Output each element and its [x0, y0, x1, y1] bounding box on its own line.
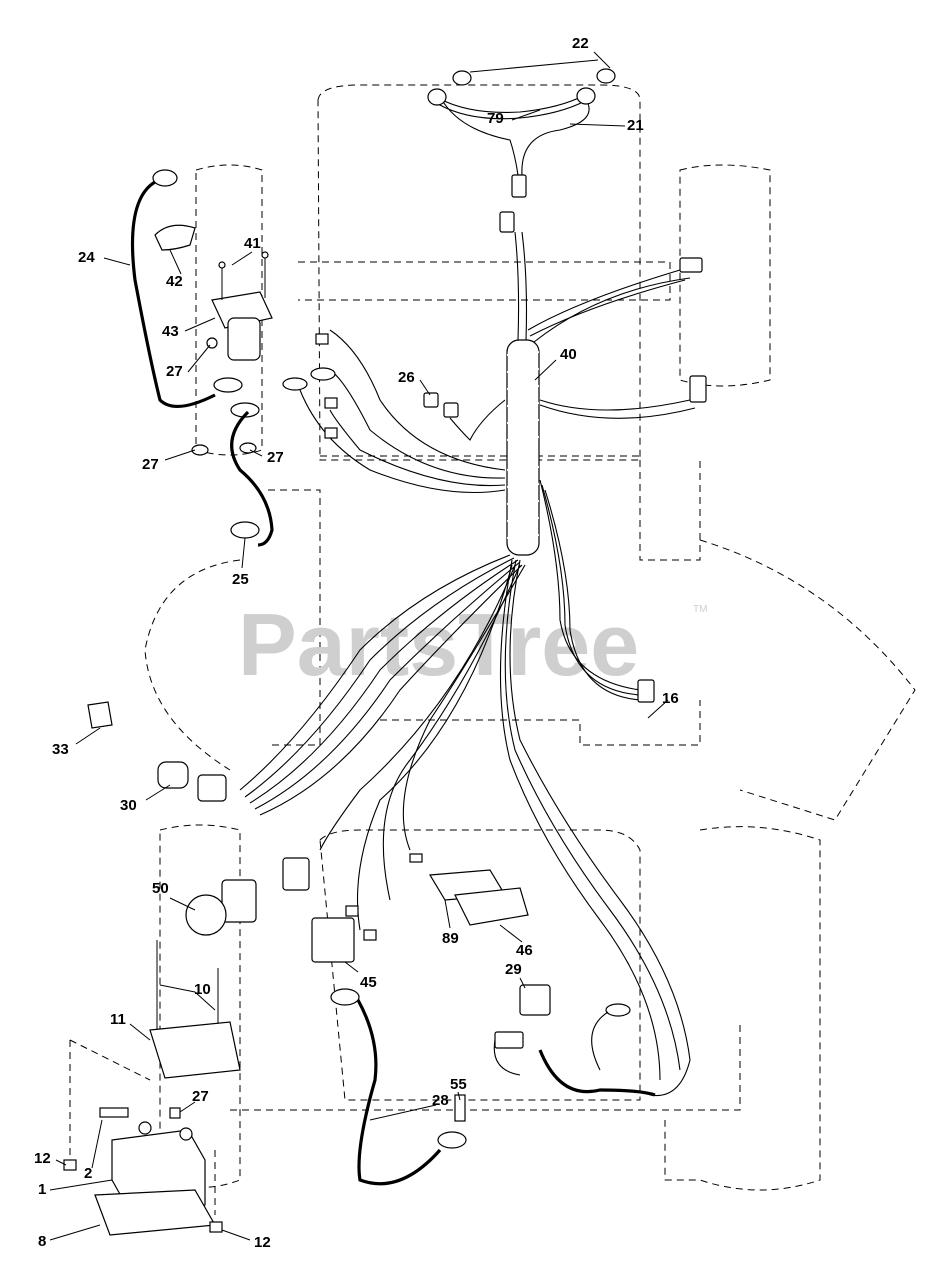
- bolt-55: [454, 1094, 466, 1122]
- headlight-socket-left: [427, 88, 447, 106]
- lower-left-components: [87, 701, 423, 963]
- module-45: [311, 917, 355, 963]
- watermark: PartsTree TM: [238, 595, 707, 694]
- terminal-c: [324, 427, 338, 439]
- callout-25: 25: [232, 571, 249, 588]
- watermark-trademark: TM: [693, 604, 707, 615]
- callout-8: 8: [38, 1233, 46, 1250]
- callout-leaders: [49, 51, 669, 1241]
- connector-16-mate: [637, 679, 655, 703]
- battery-cable-28: [330, 988, 467, 1186]
- callout-33: 33: [52, 741, 69, 758]
- headlight-bulb-left: [452, 70, 472, 86]
- nut-27-battery: [169, 1107, 181, 1119]
- callout-42: 42: [166, 273, 183, 290]
- callout-12-right: 12: [254, 1234, 271, 1251]
- diode-26b: [443, 402, 459, 418]
- battery-holddown-11: [149, 1021, 241, 1079]
- clip-12-left: [63, 1159, 77, 1171]
- relay-29: [519, 984, 551, 1016]
- callout-1: 1: [38, 1181, 46, 1198]
- terminal-a: [315, 333, 329, 345]
- callout-27-battery: 27: [192, 1088, 209, 1105]
- connector-29-mate: [494, 1031, 524, 1049]
- callout-89: 89: [442, 930, 459, 947]
- callout-27-left: 27: [142, 456, 159, 473]
- callout-79: 79: [487, 110, 504, 127]
- callout-46: 46: [516, 942, 533, 959]
- battery-area: [63, 940, 241, 1236]
- connector-upper-right: [679, 257, 703, 273]
- callout-27-right: 27: [267, 449, 284, 466]
- headlight-socket-right: [576, 87, 596, 105]
- nut-27-left: [191, 444, 209, 456]
- main-harness: [239, 231, 707, 1097]
- callout-41: 41: [244, 235, 261, 252]
- cable-25-ring-terminal: [230, 521, 260, 539]
- callout-16: 16: [662, 690, 679, 707]
- callout-24: 24: [78, 249, 95, 266]
- callout-10: 10: [194, 981, 211, 998]
- callout-43: 43: [162, 323, 179, 340]
- callout-26: 26: [398, 369, 415, 386]
- headlight-bulb-right: [596, 68, 616, 84]
- terminal-b: [324, 397, 338, 409]
- callout-21: 21: [627, 117, 644, 134]
- watermark-text: PartsTree: [238, 595, 639, 694]
- callout-30: 30: [120, 797, 137, 814]
- headlight-connector: [511, 174, 527, 198]
- module-46: [454, 887, 529, 926]
- switch-33: [87, 701, 113, 729]
- callout-50: 50: [152, 880, 169, 897]
- clip-12-right: [209, 1221, 223, 1233]
- callout-2: 2: [84, 1165, 92, 1182]
- switch-50: [221, 879, 257, 923]
- callout-29: 29: [505, 961, 522, 978]
- battery-tray-8: [94, 1189, 216, 1236]
- callout-40: 40: [560, 346, 577, 363]
- switch-knob-50: [185, 894, 227, 936]
- connector-block: [282, 857, 310, 891]
- solenoid-assembly: [154, 224, 273, 456]
- ignition-connector: [197, 774, 227, 802]
- callout-28: 28: [432, 1092, 449, 1109]
- battery-cable-24: [130, 169, 216, 408]
- bolt-2: [99, 1107, 129, 1118]
- solenoid-body: [227, 317, 261, 361]
- cable-24-ring-terminal: [152, 169, 178, 187]
- callout-11: 11: [110, 1011, 126, 1028]
- harness-connector-front: [499, 211, 515, 233]
- callout-27-upper: 27: [166, 363, 183, 380]
- callout-12-left: 12: [34, 1150, 51, 1167]
- diode-26a: [423, 392, 439, 408]
- loom-ribs: [506, 351, 540, 539]
- callout-labels: 22 79 21 41 24 42 43 27 27 27 40 26 25 1…: [34, 35, 679, 1251]
- middle-modules: [428, 869, 656, 1097]
- callout-45: 45: [360, 974, 377, 991]
- ignition-switch-30: [157, 761, 189, 789]
- connector-right-mid: [689, 375, 707, 403]
- callout-55: 55: [450, 1076, 467, 1093]
- callout-22: 22: [572, 35, 589, 52]
- headlight-harness: [427, 59, 616, 233]
- terminal-boot-42: [154, 224, 196, 251]
- cable-25: [230, 410, 274, 547]
